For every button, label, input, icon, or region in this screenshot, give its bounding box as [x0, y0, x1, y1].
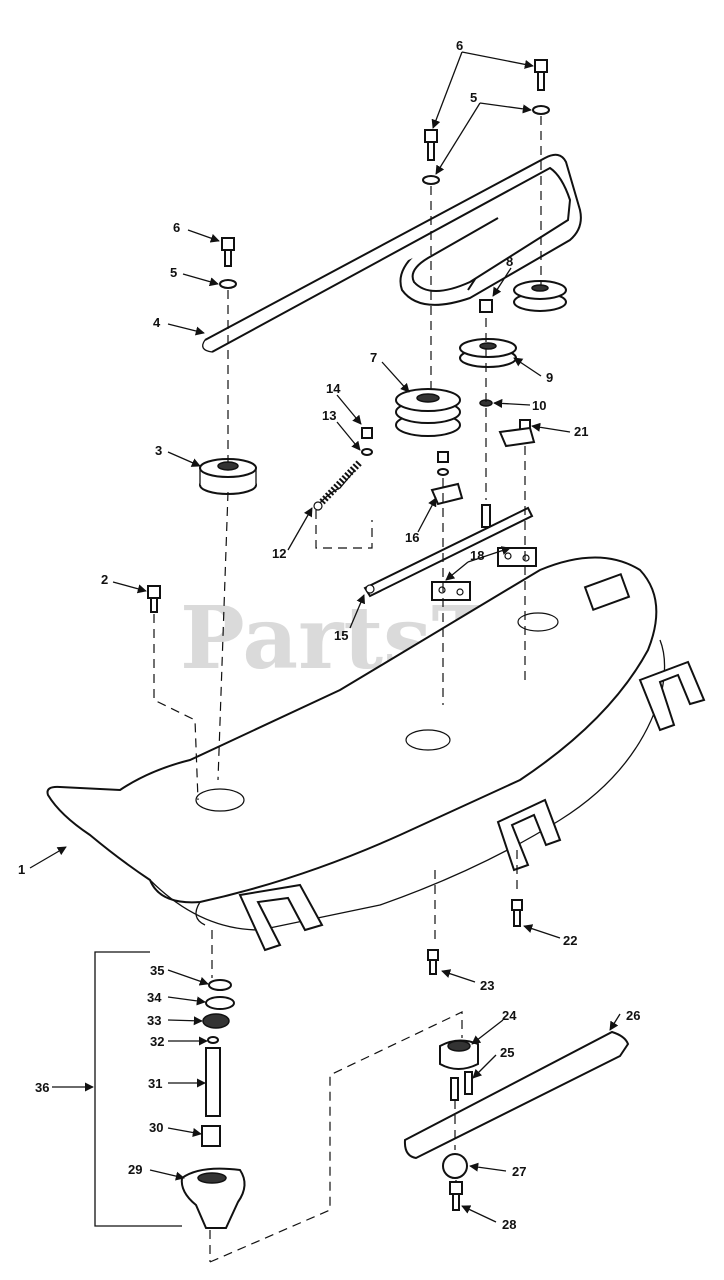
callout-5-left: 5: [170, 265, 177, 280]
callout-24: 24: [502, 1008, 517, 1023]
callout-12: 12: [272, 546, 286, 561]
callout-31: 31: [148, 1076, 162, 1091]
callout-5-top: 5: [470, 90, 477, 105]
right-spindle-pulley: [513, 280, 567, 312]
callout-33: 33: [147, 1013, 161, 1028]
callout-13: 13: [322, 408, 336, 423]
idler-arm: [363, 426, 536, 598]
assembly-lines: [153, 116, 542, 1263]
cutting-blade: [403, 899, 630, 1211]
idler-pulley: [459, 338, 517, 368]
callout-16: 16: [405, 530, 419, 545]
callout-26: 26: [626, 1008, 640, 1023]
top-bolts: [147, 59, 550, 613]
callout-25: 25: [500, 1045, 514, 1060]
callout-labels: 6 5 6 5 4 8 7 9 14 10 13 21 3 12 16 18 1…: [18, 38, 640, 1232]
callout-28: 28: [502, 1217, 516, 1232]
callout-29: 29: [128, 1162, 142, 1177]
callout-9: 9: [546, 370, 553, 385]
center-double-pulley: [395, 388, 461, 437]
callout-35: 35: [150, 963, 164, 978]
callout-32: 32: [150, 1034, 164, 1049]
leader-lines: [29, 51, 621, 1223]
callout-8: 8: [506, 254, 513, 269]
callout-30: 30: [149, 1120, 163, 1135]
tension-spring: [313, 459, 363, 511]
group-bracket: [94, 951, 182, 1227]
callout-34: 34: [147, 990, 162, 1005]
callout-4: 4: [153, 315, 161, 330]
callout-1: 1: [18, 862, 25, 877]
callout-23: 23: [480, 978, 494, 993]
drive-belt: [202, 153, 582, 353]
callout-3: 3: [155, 443, 162, 458]
callout-36: 36: [35, 1080, 49, 1095]
callout-22: 22: [563, 933, 577, 948]
callout-14: 14: [326, 381, 341, 396]
callout-18: 18: [470, 548, 484, 563]
mower-deck: [46, 556, 706, 952]
callout-27: 27: [512, 1164, 526, 1179]
callout-10: 10: [532, 398, 546, 413]
callout-6-left: 6: [173, 220, 180, 235]
callout-6-top: 6: [456, 38, 463, 53]
left-spindle-pulley: [199, 458, 257, 495]
spindle-assembly: [180, 979, 246, 1229]
callout-15: 15: [334, 628, 348, 643]
callout-7: 7: [370, 350, 377, 365]
callout-2: 2: [101, 572, 108, 587]
callout-21: 21: [574, 424, 588, 439]
